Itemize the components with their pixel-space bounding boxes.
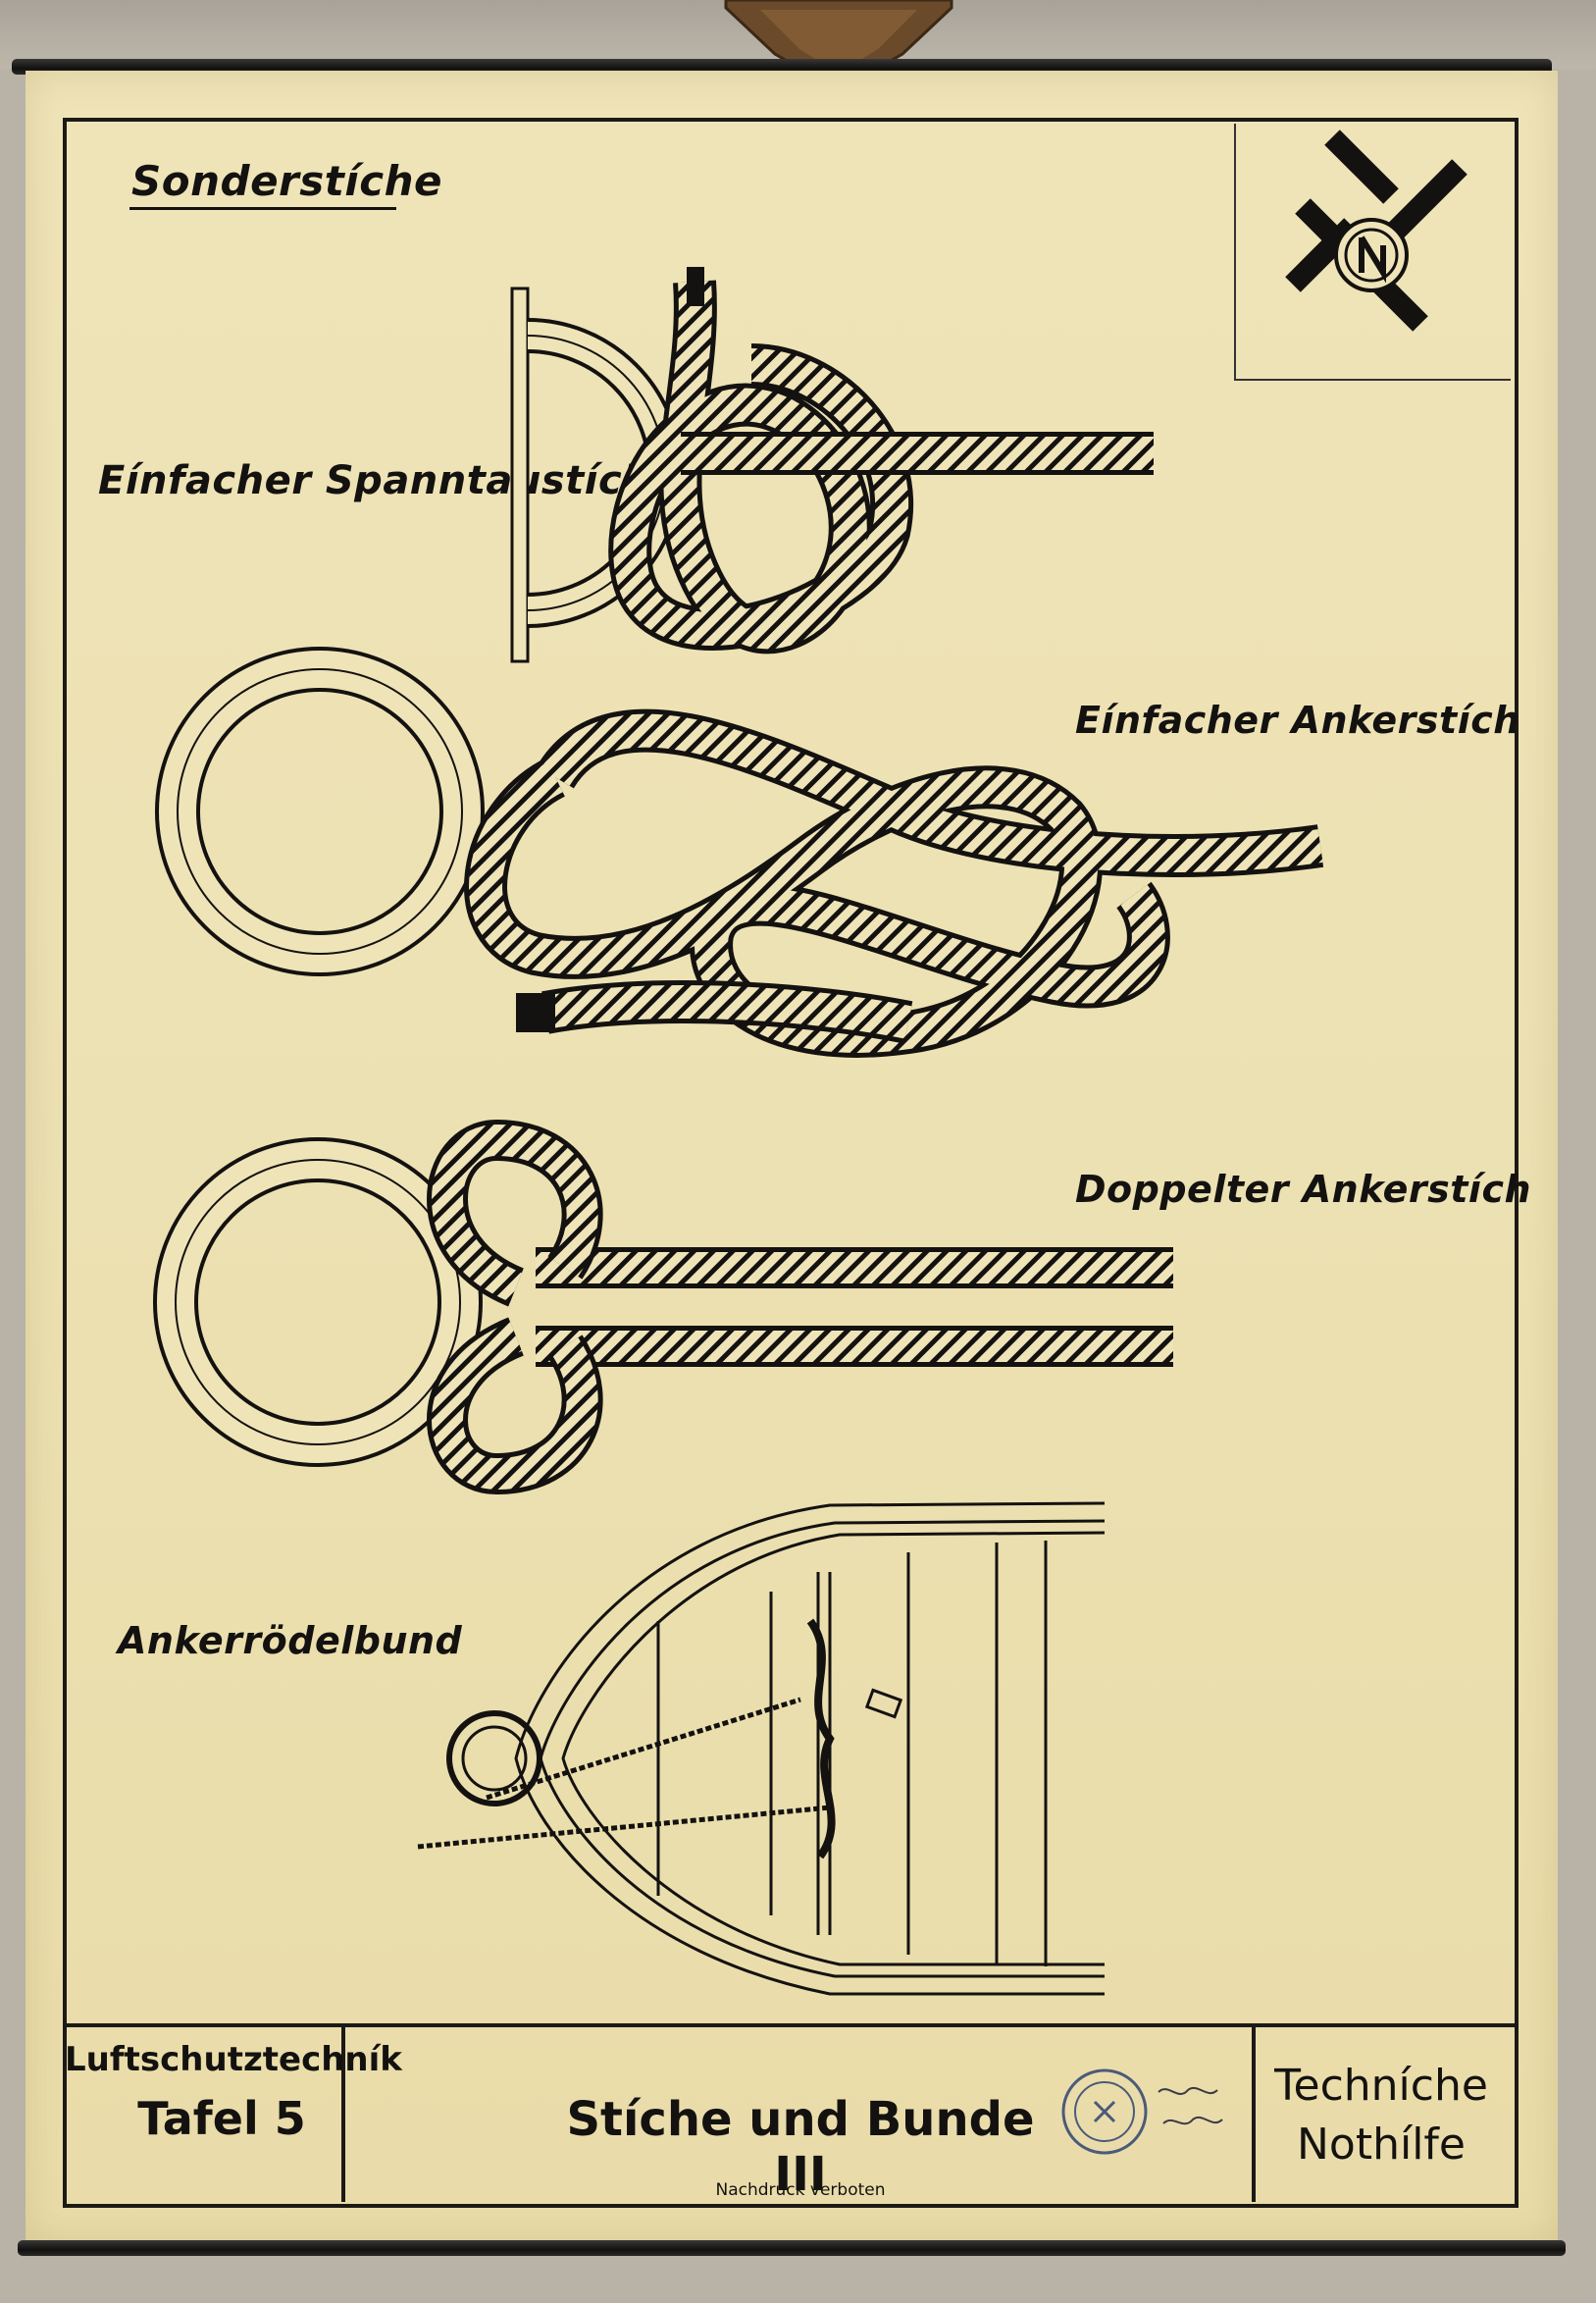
knot-diagram-2 (155, 647, 1324, 1058)
footer-plate: Tafel 5 (137, 2092, 306, 2145)
knot-label-2: Eínfacher Ankerstích (1075, 699, 1520, 742)
footer-col-divider-1 (341, 2023, 345, 2202)
knot-diagram-4 (417, 1501, 1106, 1996)
knot-label-3: Doppelter Ankerstích (1075, 1168, 1532, 1211)
knot-illustrations (153, 130, 1467, 2155)
handwritten-inventory-note (1158, 2087, 1223, 2125)
logo-box (1234, 124, 1511, 381)
footer-col-divider-2 (1252, 2023, 1256, 2202)
footer-divider (63, 2023, 1515, 2027)
emblem-logo (1285, 130, 1467, 332)
footer-org-line1: Techníche (1274, 2061, 1488, 2111)
knot-diagram-1 (510, 267, 1154, 663)
footer-subject: Stíche und Bunde III (566, 2092, 1035, 2202)
footer-org-line2: Nothílfe (1297, 2120, 1466, 2170)
poster-frame (63, 118, 1519, 2208)
bottom-rod (18, 2240, 1566, 2256)
footer-series: Luftschutztechník (65, 2040, 402, 2079)
knot-diagram-3 (153, 1119, 1173, 1495)
ink-stamp (1061, 2068, 1148, 2155)
poster-sheet: Sonderstíche Eínfacher Spanntaustích Eín… (26, 71, 1558, 2243)
knot-label-1: Eínfacher Spanntaustích (98, 458, 651, 503)
footer-notice: Nachdruck verboten (715, 2180, 886, 2200)
knot-label-4: Ankerrödelbund (118, 1619, 463, 1662)
poster-heading: Sonderstíche (131, 157, 443, 205)
heading-underline (129, 207, 396, 210)
